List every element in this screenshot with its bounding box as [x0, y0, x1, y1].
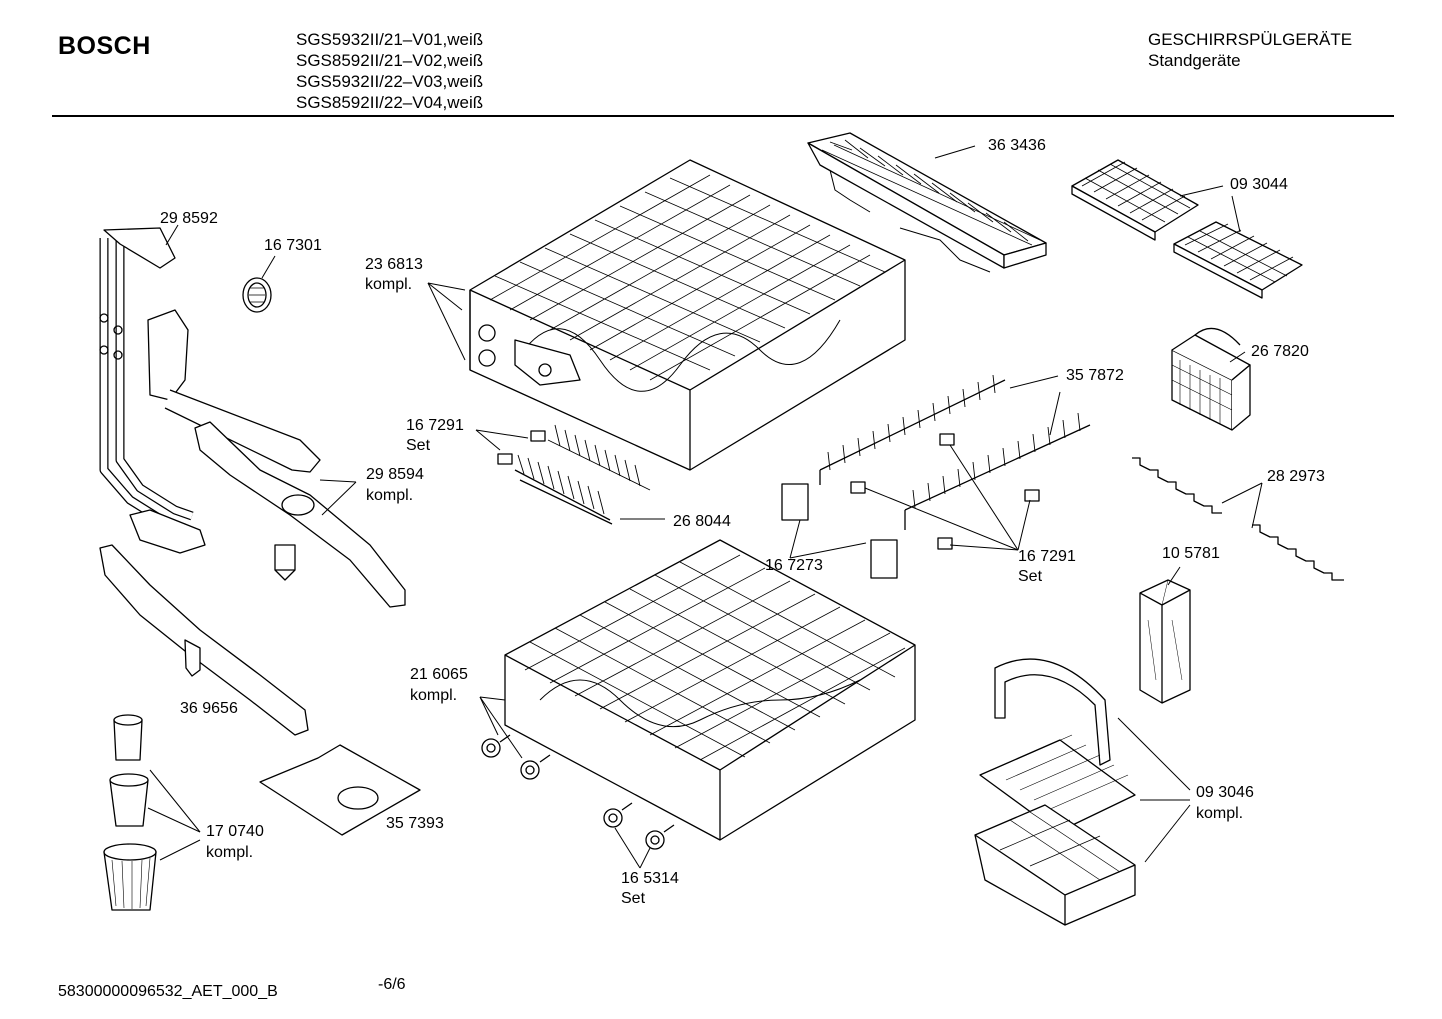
part-label-093044: 09 3044: [1230, 176, 1288, 193]
model-line-2: SGS8592II/21–V02,weiß: [296, 51, 484, 70]
part-label-105781: 10 5781: [1162, 545, 1220, 562]
lower-rack-drawing: [505, 540, 915, 840]
small-shelf-drawing: [1072, 160, 1302, 298]
part-note-093046: kompl.: [1196, 805, 1244, 822]
model-line-1: SGS5932II/21–V01,weiß: [296, 30, 484, 49]
part-note-170740: kompl.: [206, 844, 254, 861]
tine-row-right-drawing: [820, 375, 1090, 530]
cutlery-basket-drawing: [975, 659, 1135, 925]
part-note-167291-b: Set: [1018, 568, 1043, 585]
filter-cover-plate-drawing: [260, 745, 420, 835]
tine-strip-drawing: [1132, 458, 1344, 580]
lower-spray-arm-drawing: [100, 545, 308, 735]
part-note-165314: Set: [621, 890, 646, 907]
part-label-093046: 09 3046: [1196, 784, 1254, 801]
part-note-167291-a: Set: [406, 437, 431, 454]
part-label-167301: 16 7301: [264, 237, 322, 254]
part-label-167291-b: 16 7291: [1018, 548, 1076, 565]
part-label-298594: 29 8594: [366, 466, 424, 483]
upper-rack-drawing: [470, 160, 905, 470]
nozzle-drawing: [243, 278, 271, 312]
upper-arm-connector-drawing: [148, 310, 320, 472]
document-id: 58300000096532_AET_000_B: [58, 983, 278, 1000]
part-label-268044: 26 8044: [673, 513, 731, 530]
brand-logo: BOSCH: [58, 32, 151, 60]
part-label-298592: 29 8592: [160, 210, 218, 227]
header-divider: [52, 115, 1394, 117]
clips-drawing: [498, 431, 1039, 578]
part-label-369656: 36 9656: [180, 700, 238, 717]
part-label-167291-a: 16 7291: [406, 417, 464, 434]
category-title: GESCHIRRSPÜLGERÄTE: [1148, 30, 1353, 49]
part-note-216065: kompl.: [410, 687, 458, 704]
category-subtitle: Standgeräte: [1148, 51, 1241, 70]
part-note-298594: kompl.: [366, 487, 414, 504]
cutlery-holder-drawing: [1140, 580, 1190, 703]
part-label-170740: 17 0740: [206, 823, 264, 840]
part-label-357872: 35 7872: [1066, 367, 1124, 384]
model-line-4: SGS8592II/22–V04,weiß: [296, 93, 484, 112]
part-label-165314: 16 5314: [621, 870, 679, 887]
part-label-167273: 16 7273: [765, 557, 823, 574]
part-label-267820: 26 7820: [1251, 343, 1309, 360]
part-label-282973: 28 2973: [1267, 468, 1325, 485]
part-label-363436: 36 3436: [988, 137, 1046, 154]
tine-row-drawing: [515, 425, 650, 524]
part-note-236813: kompl.: [365, 276, 413, 293]
filter-set-drawing: [104, 715, 156, 910]
part-label-236813: 23 6813: [365, 256, 423, 273]
part-label-357393: 35 7393: [386, 815, 444, 832]
small-basket-drawing: [1172, 328, 1250, 430]
model-line-3: SGS5932II/22–V03,weiß: [296, 72, 484, 91]
lower-rack-wheels-drawing: [482, 735, 674, 849]
cutlery-shelf-drawing: [808, 133, 1046, 272]
part-label-216065: 21 6065: [410, 666, 468, 683]
supply-tube-drawing: [100, 228, 205, 553]
page-number: -6/6: [378, 976, 406, 993]
leader-lines: [148, 146, 1262, 868]
upper-spray-arm-drawing: [195, 422, 405, 607]
